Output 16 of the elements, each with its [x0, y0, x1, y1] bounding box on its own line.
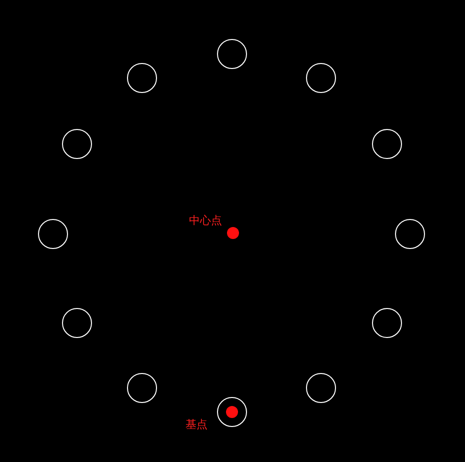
point-marker	[226, 406, 238, 418]
circle-outline	[217, 39, 247, 69]
circle-outline	[372, 129, 402, 159]
point-label: 中心点	[189, 214, 222, 227]
circle-outline	[306, 63, 336, 93]
circle-outline	[306, 373, 336, 403]
circle-outline	[62, 129, 92, 159]
circle-outline	[127, 373, 157, 403]
circle-outline	[38, 219, 68, 249]
circle-outline	[62, 308, 92, 338]
point-marker	[227, 227, 239, 239]
circle-outline	[127, 63, 157, 93]
circle-outline	[395, 219, 425, 249]
circle-outline	[217, 397, 247, 427]
point-label: 基点	[186, 418, 208, 430]
circle-outline	[372, 308, 402, 338]
